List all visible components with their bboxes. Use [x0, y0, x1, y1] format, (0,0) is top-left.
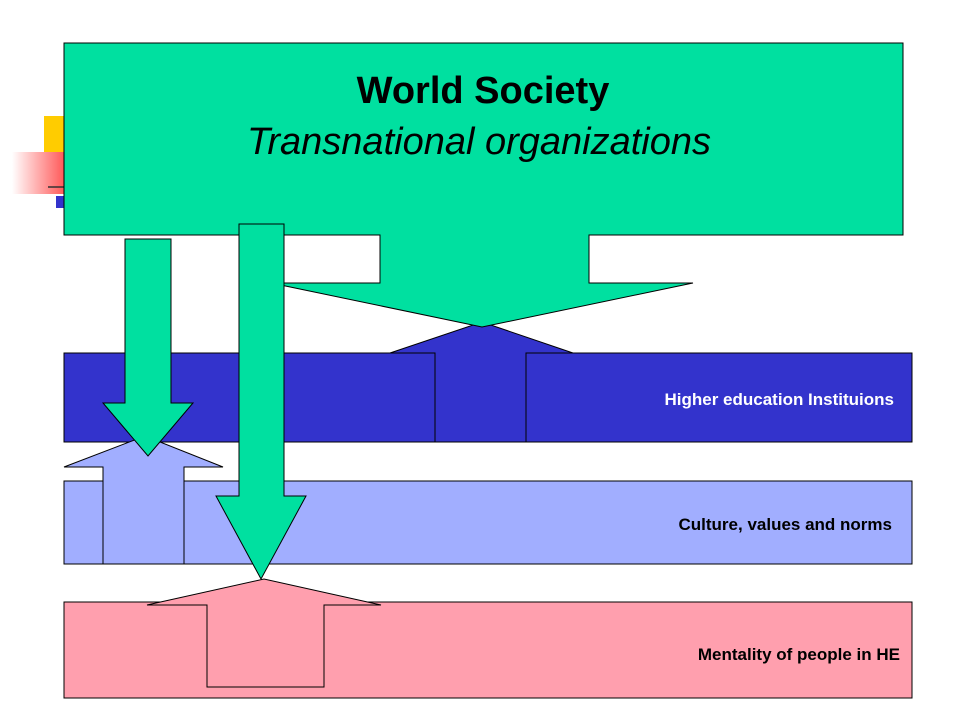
- world-society-box: [63, 42, 904, 328]
- band-mentality: [63, 601, 913, 699]
- band-culture: [63, 480, 913, 565]
- label-higher-education: Higher education Instituions: [664, 390, 894, 409]
- arrow-down-world-to-culture: [101, 238, 195, 457]
- arrow-down-world-to-mentality: [215, 223, 307, 581]
- arrow-up-hei-to-world: [389, 321, 574, 443]
- label-culture: Culture, values and norms: [679, 515, 893, 534]
- arrow-up-mentality-to-culture: [146, 578, 382, 688]
- title-world-society: World Society: [357, 70, 610, 112]
- label-mentality: Mentality of people in HE: [698, 645, 900, 664]
- slide-decoration: [12, 116, 68, 208]
- title-transnational-organizations: Transnational organizations: [247, 121, 711, 163]
